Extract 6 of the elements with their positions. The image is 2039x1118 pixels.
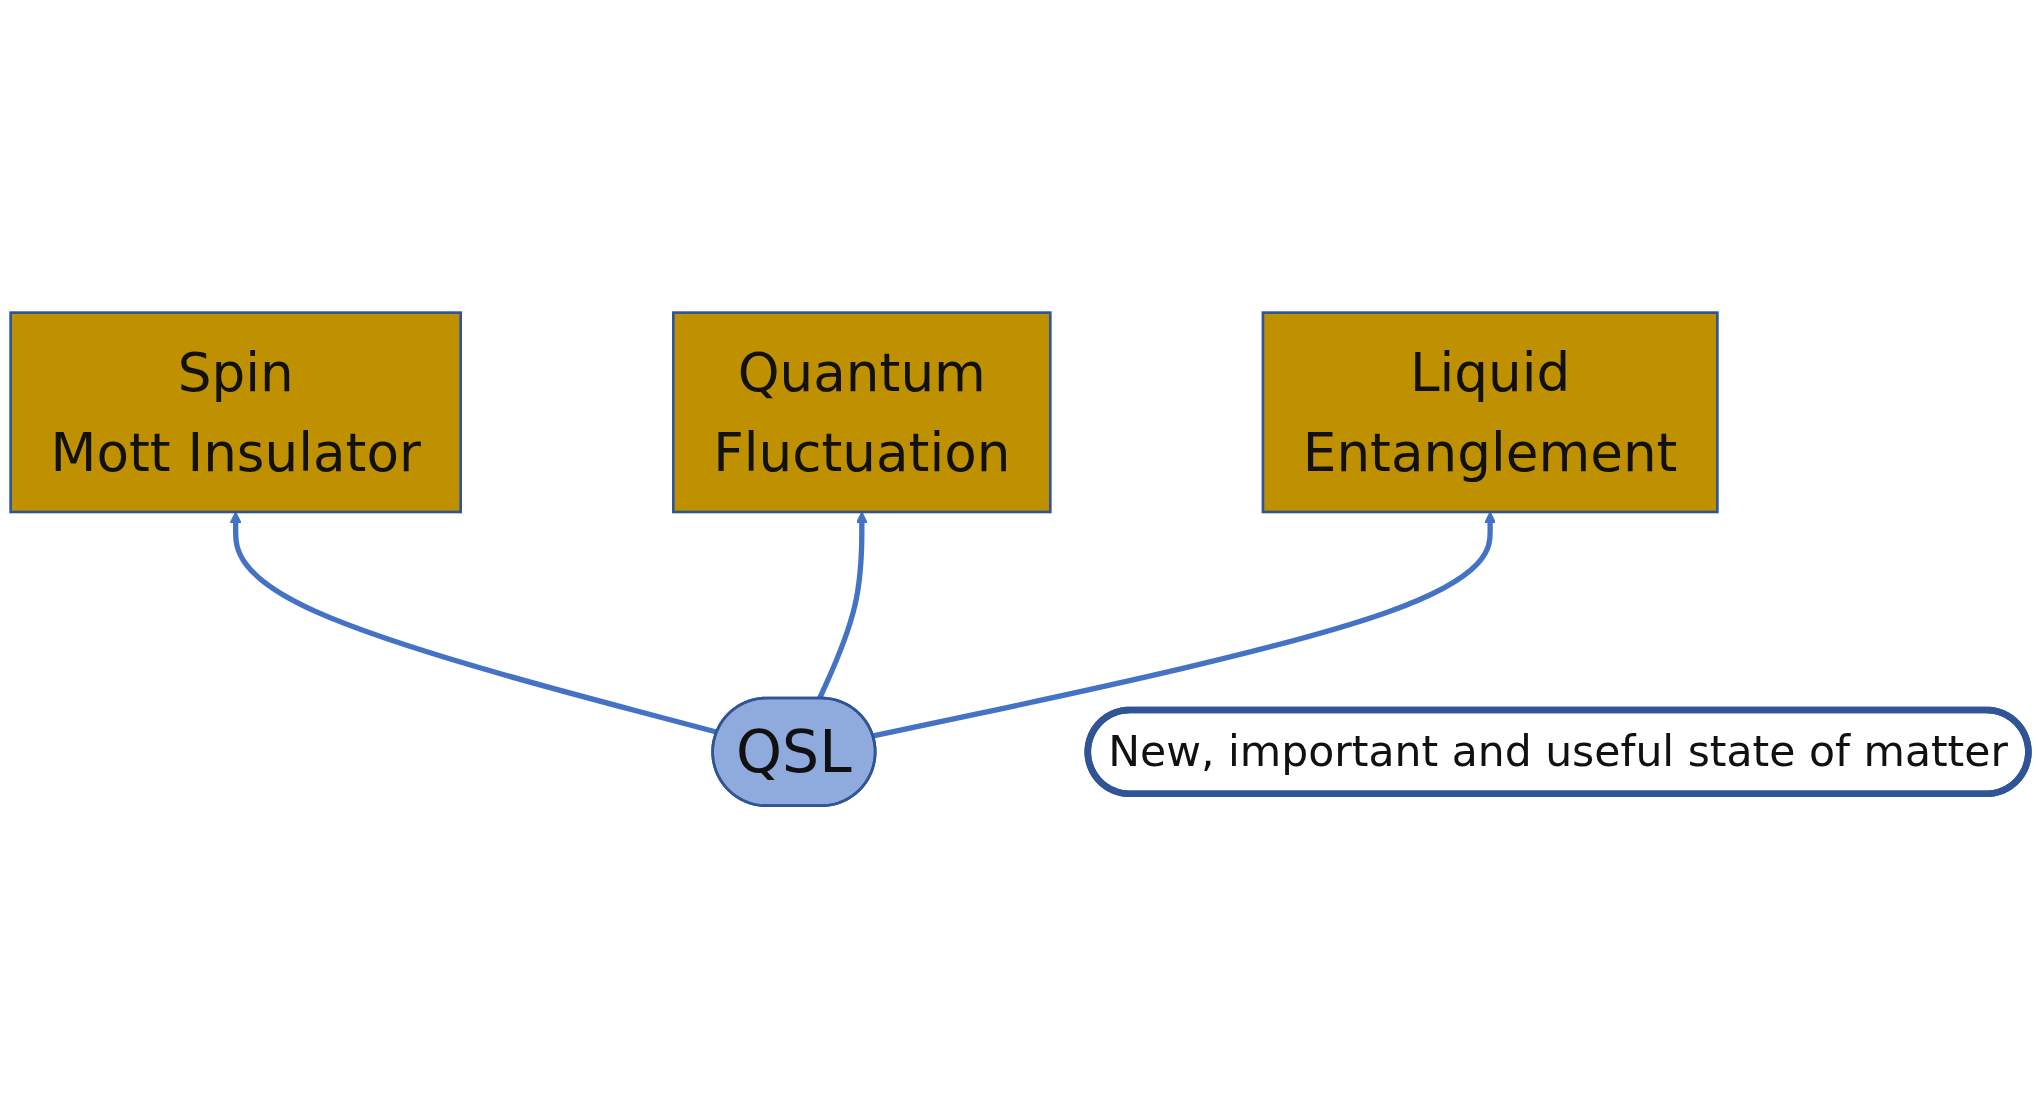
node-box: Liquid Entanglement: [1261, 311, 1719, 514]
arrow: [872, 511, 1496, 739]
node-box: Spin Mott Insulator: [9, 311, 463, 514]
node-box: Quantum Fluctuation: [672, 311, 1052, 514]
arrow: [817, 511, 868, 700]
arrow: [229, 511, 718, 735]
